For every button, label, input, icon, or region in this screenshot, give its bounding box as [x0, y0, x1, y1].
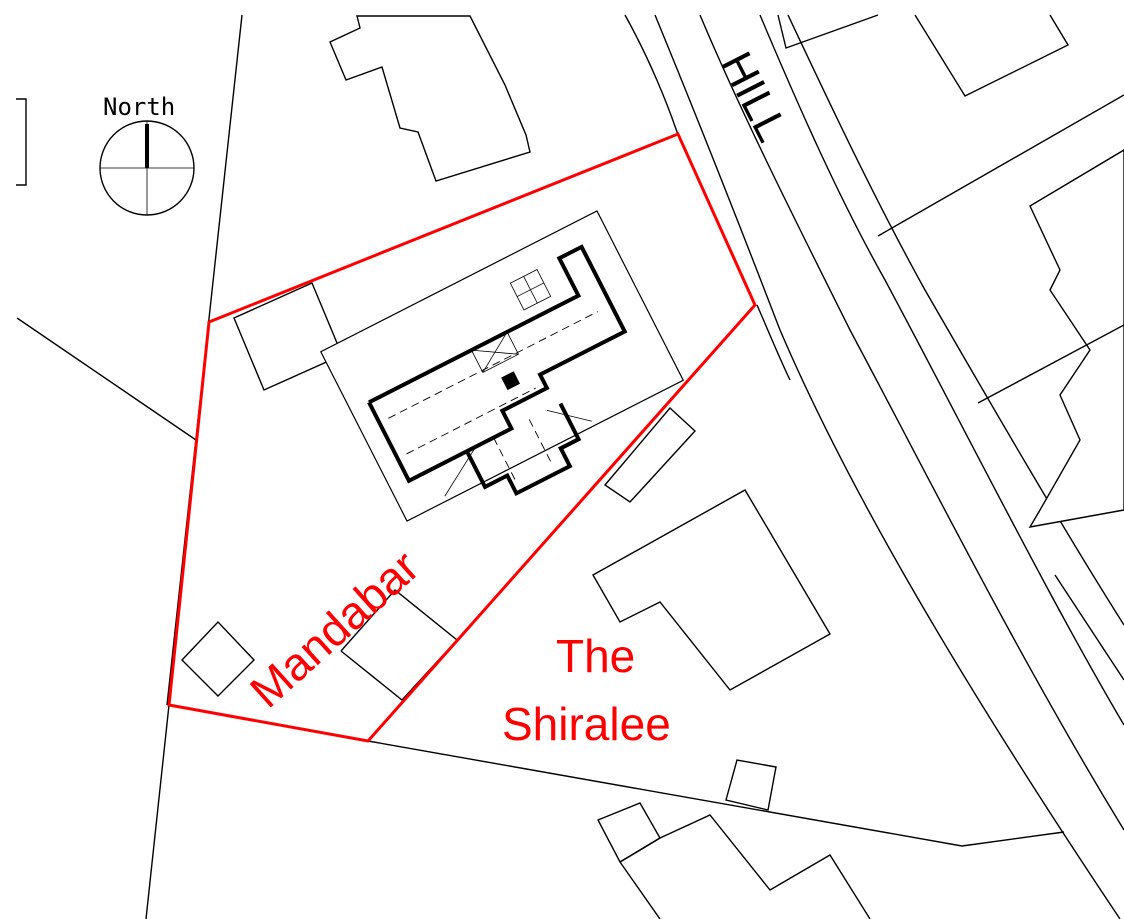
building-east [977, 149, 1124, 681]
building-south [597, 759, 871, 919]
building-north-east [777, 14, 1124, 237]
neighbour-label-line2: Shiralee [502, 698, 671, 750]
proposed-floor-plan [319, 210, 685, 522]
north-arrow-icon [99, 120, 195, 216]
shed-south-west [181, 620, 255, 697]
road-name-label: HILL [711, 44, 797, 149]
site-boundary-mandabar [167, 132, 757, 743]
building-the-shiralee [592, 489, 831, 691]
road-edges [624, 14, 1124, 919]
scale-bar [16, 98, 27, 186]
north-label: North [103, 93, 175, 121]
plot-label-mandabar: Mandabar [240, 540, 429, 717]
garage-east-of-plot [603, 406, 696, 503]
field-boundaries [16, 14, 1065, 919]
neighbour-label-line1: The [556, 630, 635, 682]
garage-north-west [233, 282, 343, 391]
building-north [329, 15, 531, 182]
